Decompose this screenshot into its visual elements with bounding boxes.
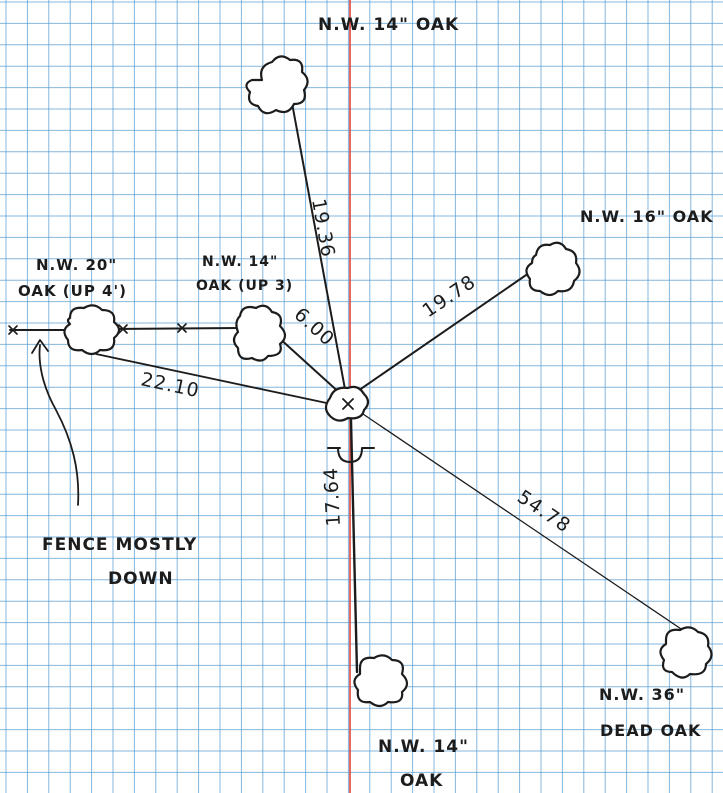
arrowhead-icon — [31, 339, 49, 354]
fence-post-mark — [118, 324, 128, 334]
measure-bottom-oak: 17.64 — [320, 466, 345, 526]
survey-point-mark — [342, 398, 354, 410]
fence-post-mark — [177, 323, 187, 333]
label-mid-oak-line2: OAK (UP 3) — [196, 278, 293, 294]
line-to-nw20-oak — [95, 353, 337, 406]
survey-lines — [95, 102, 691, 674]
label-nw20-line2: OAK (UP 4') — [18, 282, 127, 300]
label-dead-oak-line1: N.W. 36" — [599, 685, 685, 704]
fence-note-line2: DOWN — [108, 569, 174, 589]
label-dead-oak-line2: DEAD OAK — [600, 721, 701, 740]
line-to-nw16-oak — [351, 261, 546, 396]
label-nw20-line1: N.W. 20" — [36, 256, 117, 274]
tree-canopy-top-oak — [245, 55, 309, 115]
label-mid-oak-line1: N.W. 14" — [202, 254, 278, 270]
tree-canopy-nw20-oak — [63, 304, 121, 356]
fence-note-line1: FENCE MOSTLY — [42, 535, 197, 555]
tree-canopy-mid-oak — [232, 304, 287, 362]
label-bottom-oak-line2: OAK — [400, 771, 443, 791]
fence-note-arrow — [38, 344, 80, 506]
tree-canopy-nw16-oak — [525, 241, 581, 297]
label-top-oak: N.W. 14" OAK — [318, 15, 459, 35]
line-to-top-oak — [291, 102, 348, 401]
label-nw16-oak: N.W. 16" OAK — [580, 207, 714, 226]
tree-canopy-bottom-oak — [353, 654, 409, 708]
utility-symbol — [327, 447, 375, 463]
line-to-mid-oak — [277, 336, 343, 396]
tree-canopy-dead-oak — [659, 626, 713, 679]
fence-post-mark — [8, 325, 18, 335]
fence-line — [8, 323, 241, 335]
line-to-dead-oak — [359, 411, 691, 636]
label-bottom-oak-line1: N.W. 14" — [378, 737, 469, 757]
